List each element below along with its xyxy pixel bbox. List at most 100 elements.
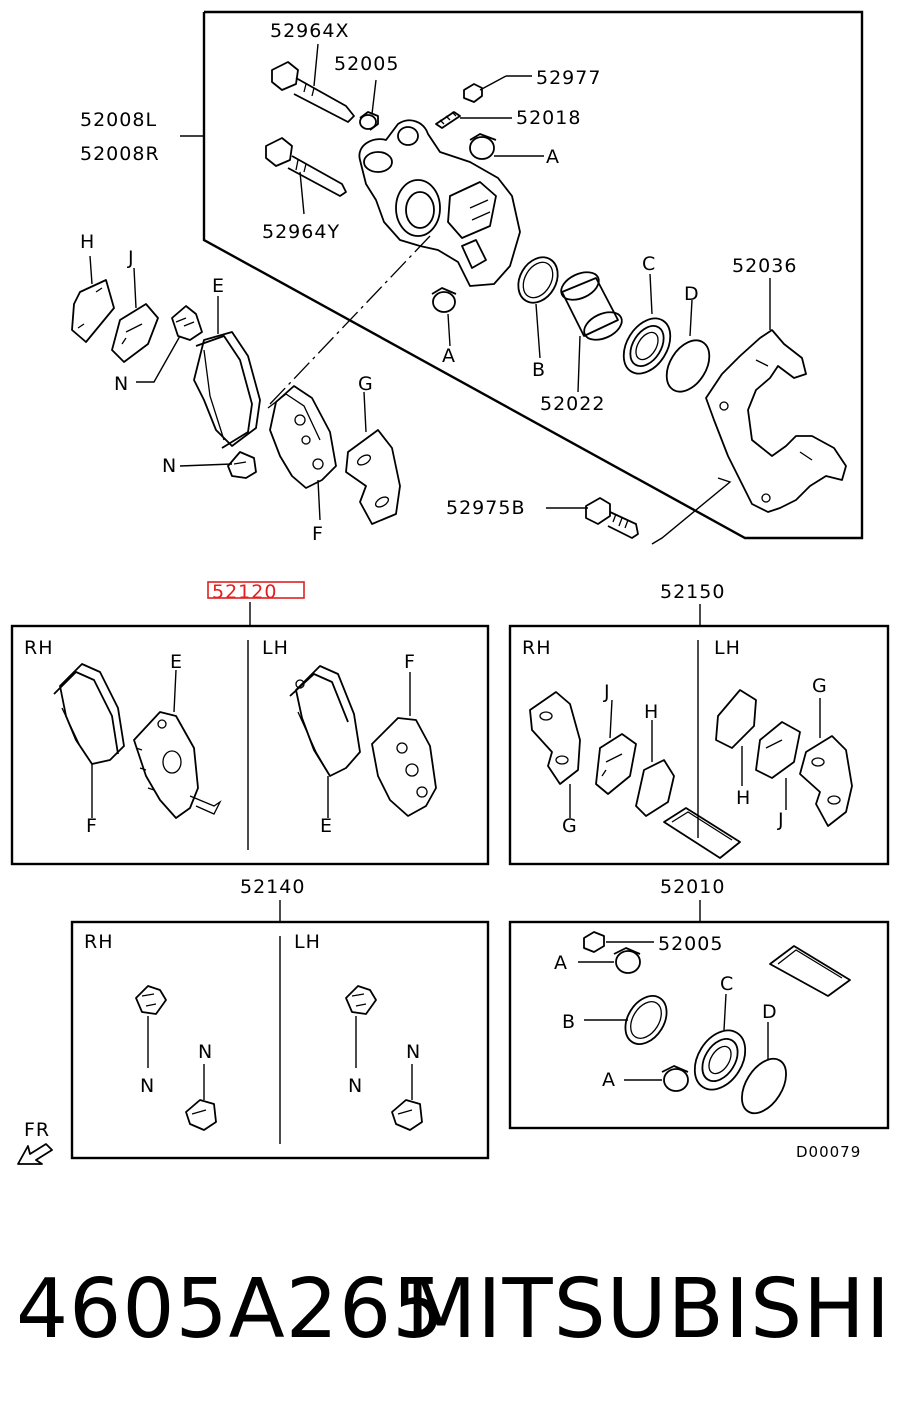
kit-52120-F-rh: F [86,815,98,837]
boot-A-kit-lower [661,1065,689,1092]
label-52977: 52977 [536,67,601,89]
boot-A-upper [469,133,497,160]
bolt-52975B [585,497,639,539]
brand-name: MITSUBISHI [405,1262,891,1357]
piston-boot-C [622,317,672,375]
label-52018: 52018 [516,107,581,129]
assembly-outline [202,10,864,540]
kit-52010-A-upper: A [554,952,568,974]
label-J: J [127,247,135,269]
label-G: G [358,373,374,395]
clip-rh-upper [135,985,167,1015]
kit-52140-N-3: N [348,1075,363,1097]
pad-F-rh [53,663,125,765]
kit-52150-rh: RH [522,637,552,659]
kit-52010-D: D [762,1001,778,1023]
label-A-lower: A [442,345,456,367]
shim-J-rh [595,733,637,795]
pad-E-lh [289,665,361,777]
shim-G-lh [799,735,853,827]
kit-52120-F-lh: F [404,651,416,673]
kit-52140-N-2: N [198,1041,213,1063]
label-N-upper: N [114,373,129,395]
kit-52150-G-lh: G [812,675,828,697]
kit-52150-G-rh: G [562,815,578,837]
label-D: D [684,283,700,305]
kit-52140-lh: LH [294,931,321,953]
front-direction-indicator: FR [17,1119,53,1165]
label-52964X: 52964X [270,20,349,42]
label-52022: 52022 [540,393,605,415]
parts-diagram: 52964X 52005 52977 52018 52008L 52008R A… [10,10,890,1165]
label-B: B [532,359,546,381]
label-52005: 52005 [334,53,399,75]
shim-H-lh [715,689,757,749]
pad-E-rh [133,711,222,819]
label-52975B: 52975B [446,497,525,519]
kit-52150-J-lh: J [777,809,785,831]
kit-52140-rh: RH [84,931,114,953]
front-arrow-icon [17,1143,53,1165]
kit-52150-H-lh: H [736,787,751,809]
kit-52010-box [508,920,890,1130]
label-52008R: 52008R [80,143,160,165]
label-E: E [212,275,225,297]
kit-52010: 52010 52005 A [508,876,890,1130]
grease-packet-kit [769,945,851,997]
clip-N-upper [171,305,203,341]
label-52008L: 52008L [80,109,157,131]
shim-J-lh [755,721,801,779]
shim-G-rh [529,691,581,785]
label-A-upper: A [546,146,560,168]
fr-label: FR [24,1119,50,1141]
shim-H [71,279,115,343]
shim-G [345,429,401,525]
ring-D-kit [741,1057,787,1115]
bleeder-screw [435,83,483,129]
kit-52010-C: C [720,973,734,995]
kit-52010-title: 52010 [660,876,725,898]
label-H: H [80,231,95,253]
kit-52150-title: 52150 [660,581,725,603]
brake-pad-E [193,331,261,449]
kit-52140-title: 52140 [240,876,305,898]
seal-ring-B [517,256,559,304]
piston-52022 [560,271,623,341]
kit-52150: 52150 RH LH [508,581,890,866]
kit-52120-box [10,624,490,866]
part-number: 4605A265 [16,1262,446,1357]
boot-52005-kit [583,931,605,953]
kit-52150-box [508,624,890,866]
kit-52120-E-lh: E [320,815,333,837]
kit-52010-A-lower: A [602,1069,616,1091]
label-N-lower: N [162,455,177,477]
boot-A-kit-upper [613,947,641,974]
kit-52010-B: B [562,1011,576,1033]
ring-D [665,339,711,393]
caliper-assembly: 52964X 52005 52977 52018 52008L 52008R A… [71,10,864,545]
bracket-52036 [705,329,847,513]
caliper-body [358,119,521,287]
kit-52120-rh: RH [24,637,54,659]
grease-packet [663,807,741,859]
kit-52150-J-rh: J [603,681,611,703]
shim-J [111,303,159,363]
boot-52005 [359,111,379,131]
guide-pin-52964Y [265,137,347,197]
kit-52140-N-4: N [406,1041,421,1063]
pad-F-lh [371,717,437,817]
kit-52120-E-rh: E [170,651,183,673]
highlight-box [207,581,305,599]
kit-52150-H-rh: H [644,701,659,723]
kit-52120: 52120 RH LH [10,581,490,866]
leader-lines [89,43,771,521]
drawing-code: D00079 [796,1143,861,1161]
kit-52120-lh: LH [262,637,289,659]
label-52036: 52036 [732,255,797,277]
clip-N-lower [227,451,257,479]
label-F: F [312,523,324,545]
kit-52140-N-1: N [140,1075,155,1097]
boot-A-lower [431,287,457,313]
seal-ring-B-kit [624,995,668,1045]
kit-52150-lh: LH [714,637,741,659]
